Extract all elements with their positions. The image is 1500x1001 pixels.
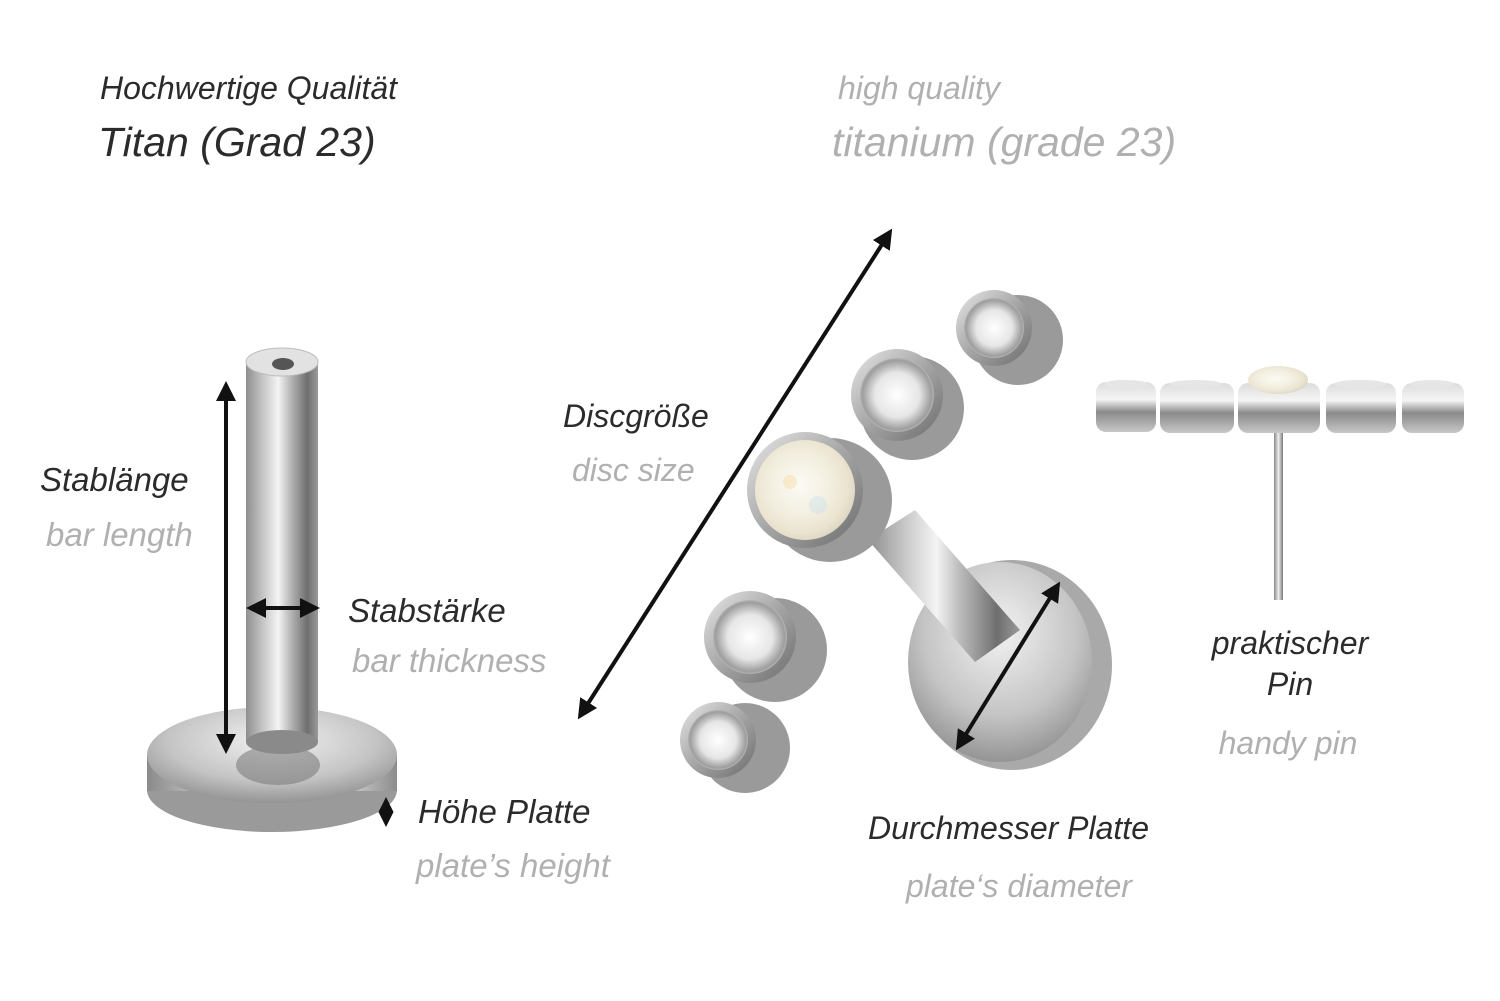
header-en-material: titanium (grade 23)	[832, 119, 1177, 165]
plate-diameter-arrow	[955, 581, 1061, 751]
header-de-material: Titan (Grad 23)	[98, 119, 376, 165]
bar-length-label-de: Stablänge	[40, 461, 189, 498]
handy-pin-label-de-1: praktischer	[1211, 625, 1369, 661]
curved-cluster-labret	[680, 290, 1112, 793]
header-en-quality: high quality	[838, 70, 1000, 106]
bar-length-label-en: bar length	[46, 516, 193, 553]
plate-height-label-de: Höhe Platte	[418, 793, 591, 830]
header-de-quality: Hochwertige Qualität	[100, 70, 398, 106]
disc-size-label-de: Discgröße	[563, 398, 709, 434]
handy-pin-label-de-2: Pin	[1266, 666, 1314, 702]
handy-pin-label-en: handy pin	[1218, 725, 1358, 761]
disc-size-arrow	[577, 228, 893, 720]
bar-thickness-label-de: Stabstärke	[348, 592, 506, 629]
disc-size-label-en: disc size	[572, 452, 695, 488]
labret-post	[147, 347, 397, 832]
plate-diameter-label-de: Durchmesser Platte	[868, 810, 1149, 846]
bar-thickness-label-en: bar thickness	[352, 642, 547, 679]
plate-diameter-label-en: plate‘s diameter	[906, 868, 1132, 904]
plate-height-label-en: plate’s height	[416, 847, 610, 884]
cluster-side-view	[1096, 366, 1464, 600]
